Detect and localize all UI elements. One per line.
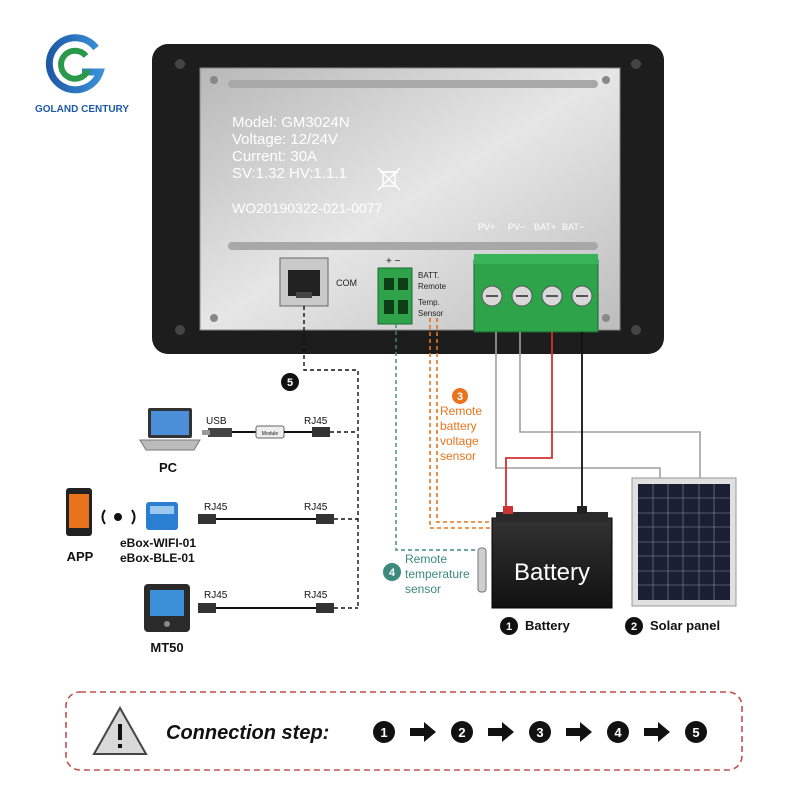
step4-line1: Remote bbox=[405, 552, 447, 566]
sequence-step-5: 5 bbox=[685, 721, 707, 743]
step1-label: Battery bbox=[525, 618, 571, 633]
arrow-icon bbox=[566, 722, 592, 742]
mt50-display-icon bbox=[144, 584, 190, 632]
sequence-step-4-num: 4 bbox=[614, 725, 622, 740]
rj45-cable-app bbox=[198, 514, 334, 524]
solar-panel bbox=[631, 477, 737, 607]
temperature-sensor-probe bbox=[477, 547, 487, 593]
warning-icon bbox=[92, 705, 148, 755]
step2-number: 2 bbox=[631, 621, 637, 633]
logo-g-outer bbox=[45, 34, 105, 94]
com-port[interactable] bbox=[279, 257, 329, 307]
sensor-connector[interactable] bbox=[377, 267, 413, 325]
step3-line2: battery bbox=[440, 419, 477, 433]
terminal-pv-plus-label: PV+ bbox=[478, 222, 495, 232]
sequence-step-2-num: 2 bbox=[458, 725, 465, 740]
step4-number: 4 bbox=[389, 567, 396, 579]
wire-bat-plus bbox=[505, 332, 553, 512]
step3-line4: sensor bbox=[440, 449, 476, 463]
wire-remote-voltage bbox=[429, 318, 500, 529]
connection-step-box bbox=[65, 691, 743, 771]
mt50-rj45-right: RJ45 bbox=[304, 590, 328, 601]
device-versions: SV:1.32 HV:1.1.1 bbox=[232, 165, 347, 182]
usb-cable: Module bbox=[202, 425, 330, 439]
wireless-signal-icon bbox=[101, 509, 136, 525]
step3-marker: 3 bbox=[452, 388, 468, 404]
com-label: COM bbox=[336, 278, 357, 288]
pc-rj45-label: RJ45 bbox=[304, 416, 328, 427]
arrow-icon bbox=[488, 722, 514, 742]
sequence-step-4: 4 bbox=[607, 721, 629, 743]
terminal-block[interactable] bbox=[473, 254, 599, 333]
arrow-icon bbox=[644, 722, 670, 742]
pc-usb-label: USB bbox=[206, 416, 227, 427]
device-model: Model: GM3024N bbox=[232, 114, 350, 131]
device-serial: WO20190322-021-0077 bbox=[232, 200, 382, 216]
sequence-step-2: 2 bbox=[451, 721, 473, 743]
brand-name: GOLAND CENTURY bbox=[35, 104, 129, 115]
weee-bin-icon bbox=[377, 167, 401, 191]
battery-text: Battery bbox=[514, 559, 590, 586]
step4-line3: sensor bbox=[405, 582, 441, 596]
step4-line2: temperature bbox=[405, 567, 470, 581]
sequence-step-5-num: 5 bbox=[692, 725, 699, 740]
wire-com bbox=[303, 306, 359, 608]
terminal-pv-minus-label: PV− bbox=[508, 222, 525, 232]
wire-pv-minus bbox=[519, 332, 701, 480]
wire-temp-sensor bbox=[395, 324, 478, 551]
ebox-module-icon bbox=[146, 502, 178, 530]
wire-pv-plus bbox=[495, 332, 661, 480]
app-rj45-right: RJ45 bbox=[304, 502, 328, 513]
device-current: Current: 30A bbox=[232, 148, 317, 165]
phone-icon bbox=[66, 488, 92, 536]
usb-module-label: Module bbox=[262, 431, 279, 437]
terminal-bat-minus-label: BAT− bbox=[562, 222, 584, 232]
logo-g-inner bbox=[58, 47, 91, 82]
temp-sensor-line2: Sensor bbox=[418, 309, 444, 318]
sequence-step-1-num: 1 bbox=[380, 725, 387, 740]
step1-marker: 1 bbox=[500, 617, 518, 635]
batt-remote-line2: Remote bbox=[418, 282, 447, 291]
brand-logo: GOLAND CENTURY bbox=[35, 34, 129, 115]
wire-remote-voltage-2 bbox=[436, 318, 498, 523]
sequence-step-3-num: 3 bbox=[536, 725, 543, 740]
device-voltage: Voltage: 12/24V bbox=[232, 131, 338, 148]
device-label: Model: GM3024N Voltage: 12/24V Current: … bbox=[232, 114, 401, 216]
step3-line1: Remote bbox=[440, 404, 482, 418]
terminal-bat-plus-label: BAT+ bbox=[534, 222, 556, 232]
step3-line3: voltage bbox=[440, 434, 479, 448]
app-rj45-left: RJ45 bbox=[204, 502, 228, 513]
batt-remote-line1: BATT. bbox=[418, 271, 439, 280]
pc-label: PC bbox=[159, 460, 178, 475]
step2-marker: 2 bbox=[625, 617, 643, 635]
sequence-step-1: 1 bbox=[373, 721, 395, 743]
sequence-step-3: 3 bbox=[529, 721, 551, 743]
step2-label: Solar panel bbox=[650, 618, 720, 633]
step4-marker: 4 bbox=[383, 563, 401, 581]
arrow-icon bbox=[410, 722, 436, 742]
rj45-cable-mt50 bbox=[198, 603, 334, 613]
app-label: APP bbox=[67, 549, 94, 564]
step1-number: 1 bbox=[506, 621, 512, 633]
mt50-rj45-left: RJ45 bbox=[204, 590, 228, 601]
plus-minus-label: + − bbox=[386, 256, 401, 267]
pc-laptop-icon bbox=[139, 408, 201, 451]
temp-sensor-line1: Temp. bbox=[418, 298, 440, 307]
wires bbox=[303, 306, 701, 609]
step5-marker: 5 bbox=[281, 373, 299, 391]
battery: Battery bbox=[491, 506, 613, 609]
ebox-wifi-label: eBox-WIFI-01 bbox=[120, 536, 196, 550]
ebox-ble-label: eBox-BLE-01 bbox=[120, 551, 195, 565]
step3-number: 3 bbox=[457, 391, 463, 403]
mt50-label: MT50 bbox=[150, 640, 183, 655]
step5-number: 5 bbox=[287, 377, 293, 389]
connection-step-label: Connection step: bbox=[166, 722, 329, 744]
